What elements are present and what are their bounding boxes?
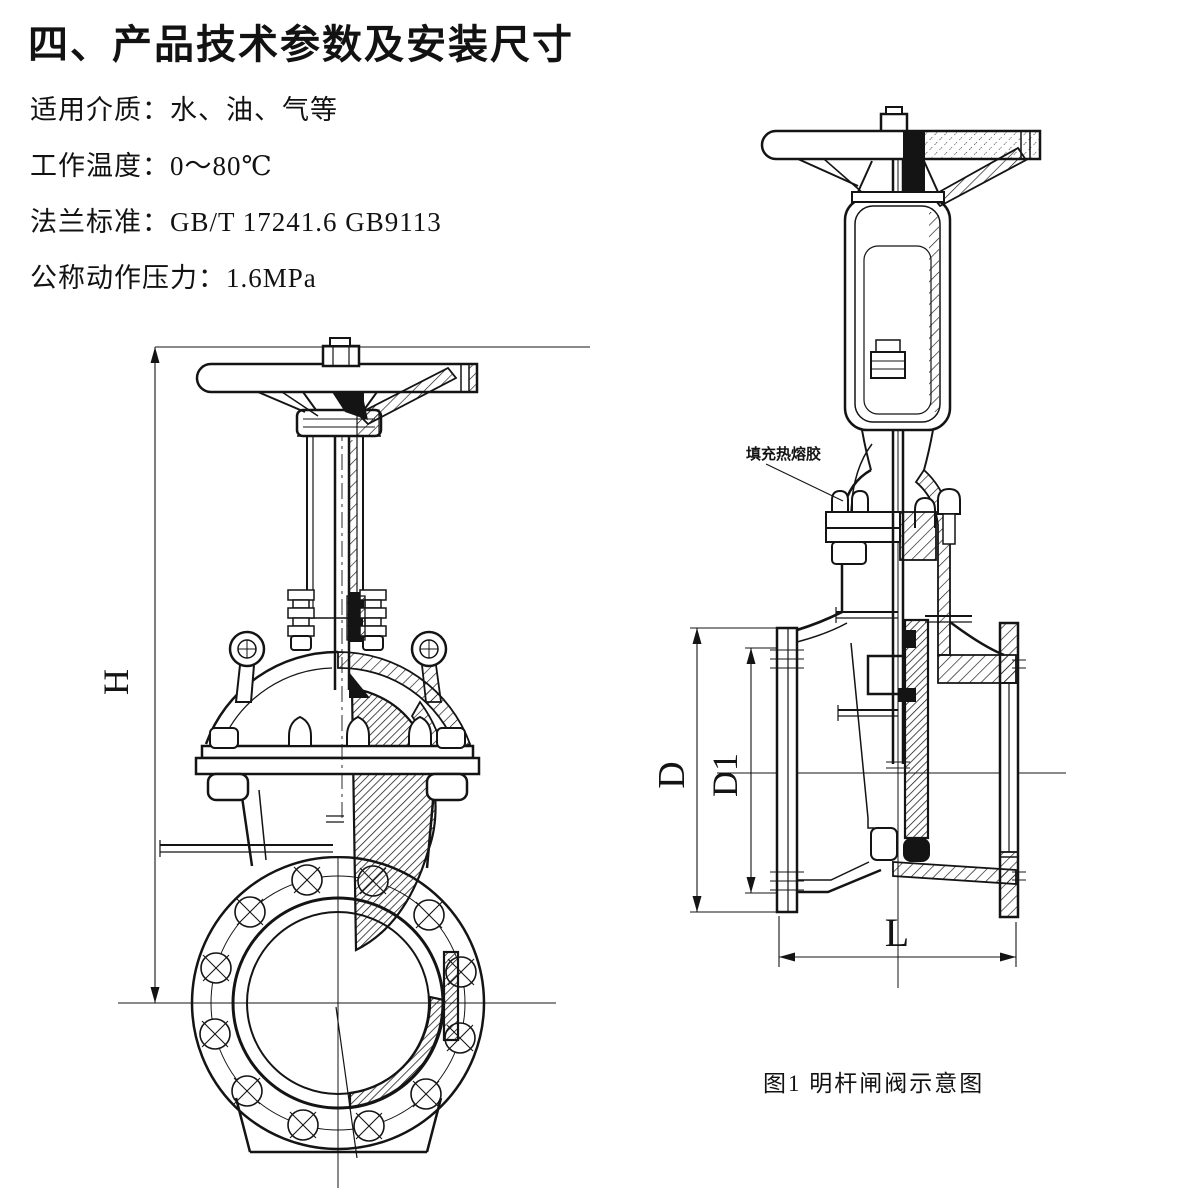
gate-side <box>850 618 930 862</box>
pipe-walls <box>796 610 1017 894</box>
dim-d1-label: D1 <box>705 753 745 797</box>
handwheel-side <box>760 106 1042 208</box>
bore-circle-inner <box>246 911 430 1095</box>
annotation-hot-melt: 填充热熔胶 <box>746 445 844 502</box>
flange-outer-circle <box>190 855 486 1151</box>
dim-h-label: H <box>96 669 136 695</box>
handwheel-front <box>195 337 479 426</box>
front-view-drawing: H <box>96 337 590 1188</box>
gland-bolts <box>287 589 387 651</box>
stem-protector <box>843 196 952 471</box>
gate-edge-strip <box>442 950 460 1042</box>
annotation-leader-line <box>765 463 844 502</box>
dim-d-label: D <box>651 761 693 788</box>
bolt-circle <box>210 875 466 1131</box>
bonnet-flange <box>194 715 481 802</box>
gate-bottom-edge-section <box>348 995 446 1110</box>
valve-base <box>234 1097 443 1154</box>
body-left-wall <box>239 789 254 867</box>
spec-line-flange-standard: 法兰标准：GB/T 17241.6 GB9113 <box>30 207 442 237</box>
bonnet-dome-arc <box>204 650 339 745</box>
spec-line-temperature: 工作温度：0～80℃ <box>30 151 273 181</box>
spec-line-pressure: 公称动作压力：1.6MPa <box>30 263 317 293</box>
body-left-inner <box>258 789 267 861</box>
eye-bolt-left <box>228 630 266 703</box>
pipe-flange-left <box>770 626 804 914</box>
gland-assembly-side <box>825 487 961 565</box>
side-view-drawing: 填充热熔胶 D D1 <box>651 106 1066 988</box>
handwheel-spoke-section <box>356 366 458 426</box>
stem-top-nut <box>321 344 361 368</box>
dimension-D: D <box>651 627 776 913</box>
bonnet-dome-inner-arc <box>223 667 333 739</box>
dim-l-label: L <box>885 910 909 955</box>
annotation-label: 填充热熔胶 <box>746 445 821 463</box>
page-title: 四、产品技术参数及安装尺寸 <box>28 12 574 70</box>
eye-bolt-right <box>410 630 448 703</box>
spec-line-media: 适用介质：水、油、气等 <box>30 95 338 125</box>
body-right-wall <box>425 789 436 869</box>
gate-silhouette-line <box>335 1006 358 1159</box>
dimension-L: L <box>778 910 1017 967</box>
figure-caption: 图1 明杆闸阀示意图 <box>763 1071 985 1096</box>
dimension-D1: D1 <box>705 647 776 894</box>
body-rib-plate <box>159 840 333 857</box>
dimension-H: H <box>96 346 590 1003</box>
page-title-text: 四、产品技术参数及安装尺寸 <box>28 22 574 67</box>
gate-top-fill <box>349 672 370 698</box>
